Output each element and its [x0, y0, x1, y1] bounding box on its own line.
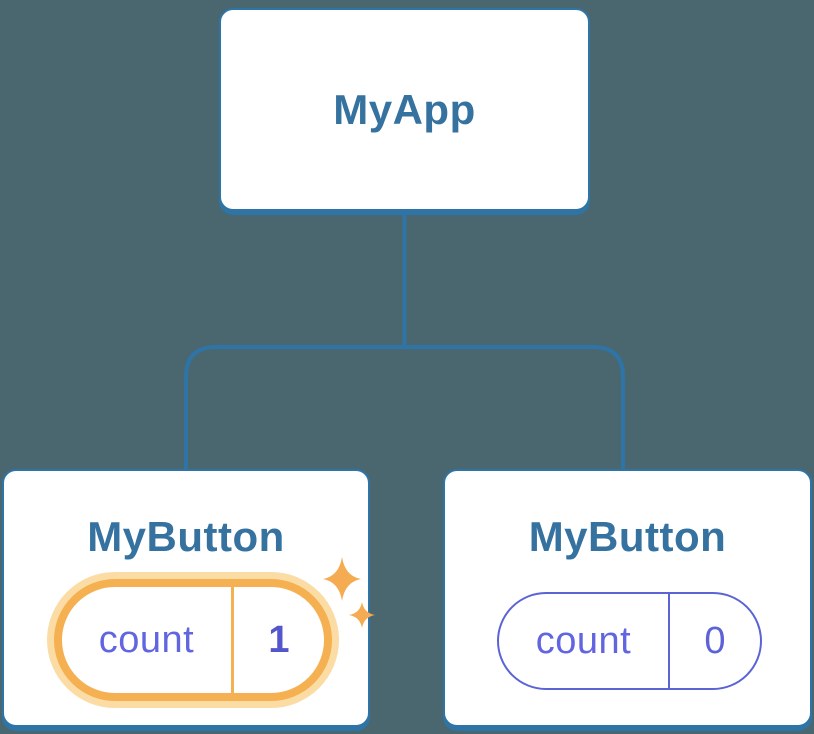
state-pill-plain: count 0 — [497, 592, 762, 690]
component-label-mybutton-left: MyButton — [87, 513, 285, 560]
connector-branch-bracket — [184, 345, 625, 470]
component-node-mybutton-right: MyButton count 0 — [443, 469, 812, 727]
state-pill-divider — [668, 594, 670, 688]
state-key-label: count — [98, 618, 195, 661]
state-value: 1 — [268, 618, 290, 661]
component-label-myapp: MyApp — [333, 85, 476, 133]
sparkle-small — [349, 602, 375, 628]
state-value: 0 — [704, 619, 726, 662]
sparkle-icon — [323, 557, 375, 628]
component-node-mybutton-left: MyButton count 1 — [2, 469, 375, 727]
state-pill-divider — [231, 587, 234, 693]
component-node-myapp: MyApp — [219, 8, 590, 211]
sparkle-large — [323, 557, 361, 601]
state-key-label: count — [535, 619, 632, 662]
component-label-mybutton-right: MyButton — [528, 513, 727, 560]
state-pill-highlighted: count 1 — [54, 579, 332, 701]
